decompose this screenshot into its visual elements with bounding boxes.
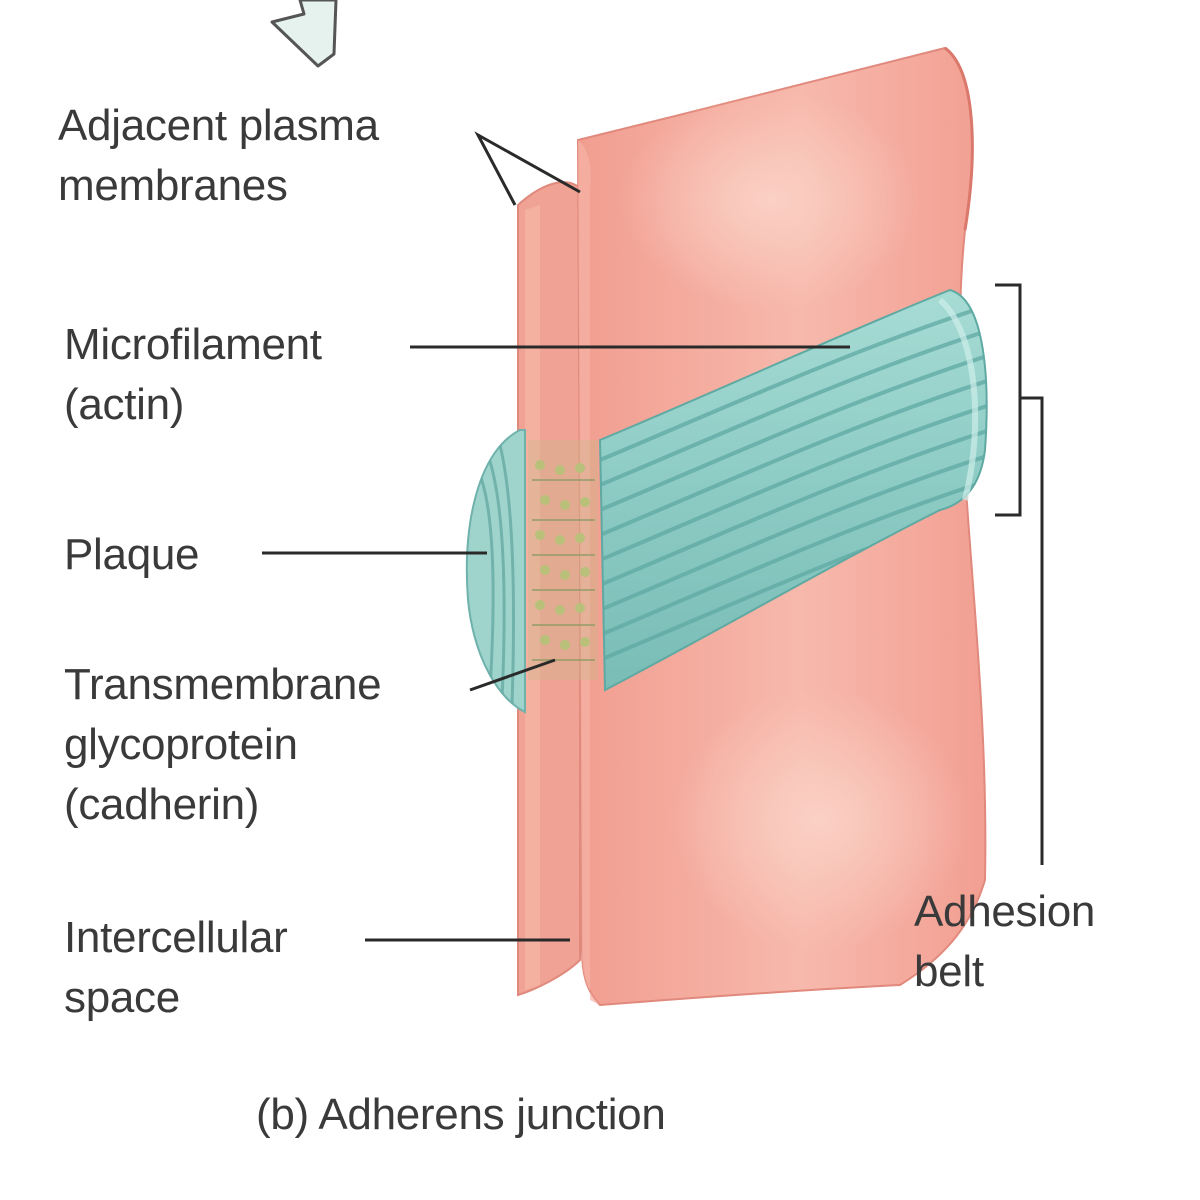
back-membrane [517,181,581,997]
figure-caption: (b) Adherens junction [256,1090,666,1139]
plaque-shape [465,429,526,714]
bracket-microfilament [995,283,1022,517]
leader-transmembrane [469,658,556,692]
label-plaque: Plaque [64,530,200,579]
cadherin-region [528,440,598,680]
hollow-arrow-icon [270,0,338,68]
adhesion-belt-band [598,288,988,692]
label-intercellular-space: Intercellular space [64,913,288,1022]
label-adjacent-plasma-membranes: Adjacent plasma membranes [58,101,379,210]
label-transmembrane-glycoprotein: Transmembrane glycoprotein (cadherin) [64,660,382,829]
leader-lines [262,131,1044,942]
leader-membranes [474,131,581,206]
bracket-adhesion-belt [1020,396,1044,865]
label-adhesion-belt: Adhesion belt [914,887,1096,996]
label-microfilament: Microfilament (actin) [64,320,322,429]
